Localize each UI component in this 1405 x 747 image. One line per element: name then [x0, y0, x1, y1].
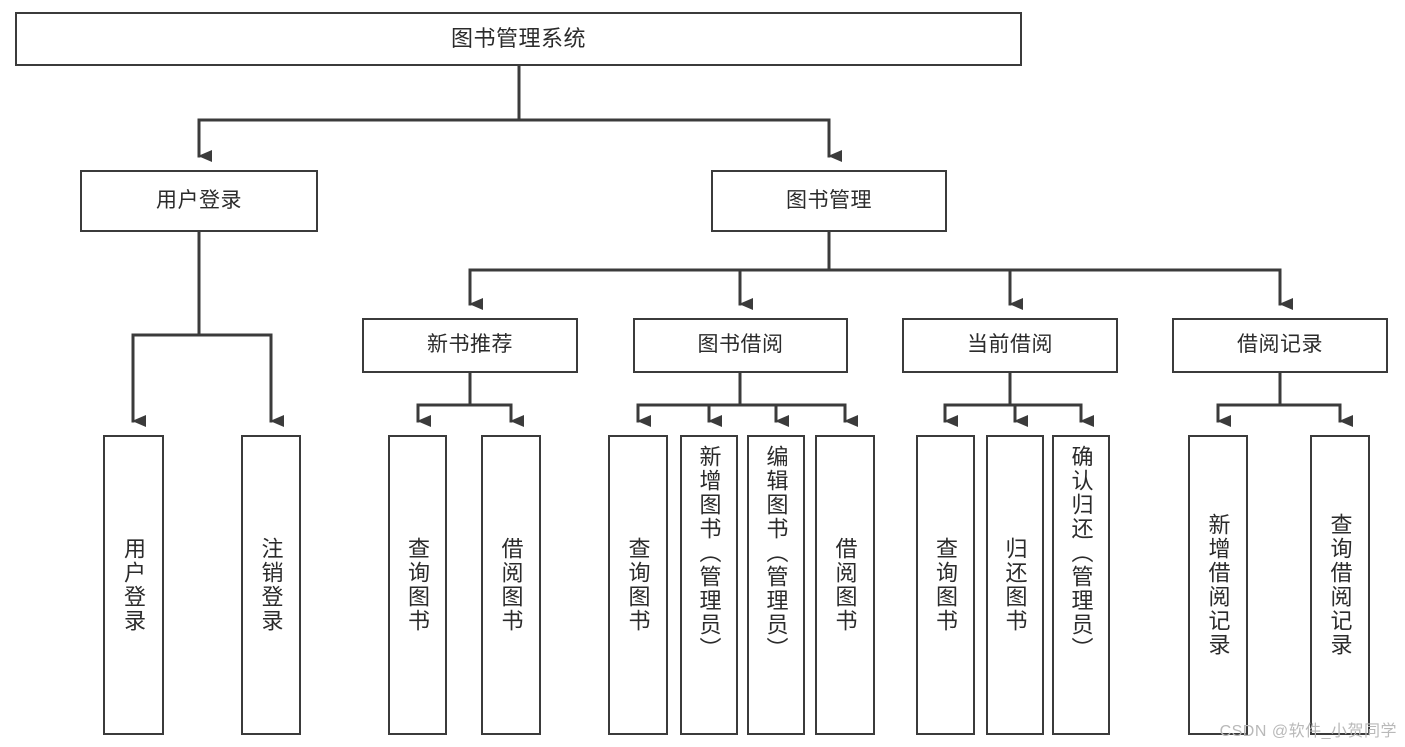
node-leaf-query-record-label: 查询借阅记录 — [1327, 513, 1353, 657]
node-leaf-query-book-bb[interactable]: 查询图书 — [608, 435, 668, 735]
node-leaf-query-book-cb[interactable]: 查询图书 — [916, 435, 975, 735]
node-leaf-edit-book-label: 编辑图书（管理员） — [763, 445, 789, 661]
node-user-login[interactable]: 用户登录 — [80, 170, 318, 232]
node-user-login-label: 用户登录 — [156, 188, 242, 212]
node-leaf-confirm-return[interactable]: 确认归还（管理员） — [1052, 435, 1110, 735]
node-leaf-borrow-book-rec-label: 借阅图书 — [498, 537, 524, 633]
node-leaf-query-record[interactable]: 查询借阅记录 — [1310, 435, 1370, 735]
node-leaf-return-book[interactable]: 归还图书 — [986, 435, 1044, 735]
node-leaf-add-book-label: 新增图书（管理员） — [696, 445, 722, 661]
node-leaf-logout-label: 注销登录 — [258, 537, 284, 633]
node-leaf-query-book-rec-label: 查询图书 — [405, 537, 431, 633]
node-leaf-borrow-book-bb[interactable]: 借阅图书 — [815, 435, 875, 735]
node-leaf-user-login-label: 用户登录 — [121, 537, 147, 633]
node-current-borrow-label: 当前借阅 — [967, 333, 1053, 357]
node-borrow-record-label: 借阅记录 — [1237, 333, 1323, 357]
node-root-label: 图书管理系统 — [450, 26, 586, 52]
node-leaf-return-book-label: 归还图书 — [1002, 537, 1028, 633]
node-book-borrow[interactable]: 图书借阅 — [633, 318, 848, 373]
node-new-book-rec-label: 新书推荐 — [427, 333, 513, 357]
node-leaf-borrow-book-rec[interactable]: 借阅图书 — [481, 435, 541, 735]
node-leaf-add-record[interactable]: 新增借阅记录 — [1188, 435, 1248, 735]
node-leaf-borrow-book-bb-label: 借阅图书 — [832, 537, 858, 633]
node-leaf-query-book-rec[interactable]: 查询图书 — [388, 435, 447, 735]
node-leaf-confirm-return-label: 确认归还（管理员） — [1068, 445, 1094, 661]
node-book-manage-label: 图书管理 — [786, 188, 872, 212]
node-borrow-record[interactable]: 借阅记录 — [1172, 318, 1388, 373]
node-leaf-query-book-bb-label: 查询图书 — [625, 537, 651, 633]
node-root[interactable]: 图书管理系统 — [15, 12, 1022, 66]
node-leaf-add-record-label: 新增借阅记录 — [1205, 513, 1231, 657]
node-current-borrow[interactable]: 当前借阅 — [902, 318, 1118, 373]
node-book-manage[interactable]: 图书管理 — [711, 170, 947, 232]
node-book-borrow-label: 图书借阅 — [697, 333, 784, 357]
node-leaf-query-book-cb-label: 查询图书 — [933, 537, 959, 633]
node-leaf-user-login[interactable]: 用户登录 — [103, 435, 164, 735]
node-leaf-logout[interactable]: 注销登录 — [241, 435, 301, 735]
node-leaf-edit-book[interactable]: 编辑图书（管理员） — [747, 435, 805, 735]
csdn-watermark: CSDN @软件_小贺同学 — [1219, 723, 1397, 740]
node-leaf-add-book[interactable]: 新增图书（管理员） — [680, 435, 738, 735]
node-new-book-rec[interactable]: 新书推荐 — [362, 318, 578, 373]
